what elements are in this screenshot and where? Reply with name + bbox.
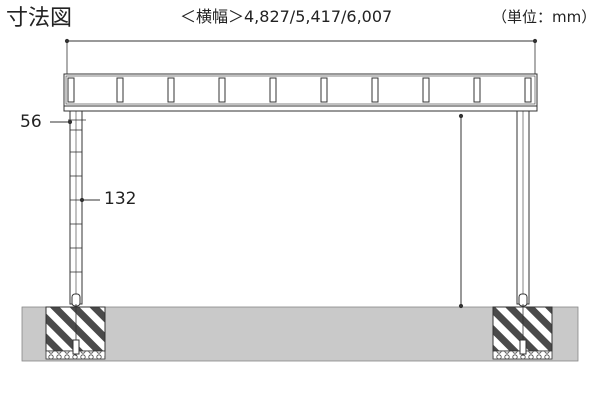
unit-label: （単位：mm） — [492, 8, 597, 26]
leader-56 — [50, 119, 86, 125]
clearance-dimension-line — [458, 113, 464, 309]
roof-beam — [63, 73, 538, 112]
width-dimension-line — [64, 38, 538, 76]
roof-panel-dividers — [67, 77, 532, 103]
ground-slab — [21, 306, 579, 362]
drawing-title: 寸法図 — [6, 6, 73, 31]
width-label: ＜横幅＞4,827/5,417/6,007 — [180, 7, 393, 26]
column-width-dimension: 56 — [20, 112, 42, 132]
leader-132 — [79, 197, 100, 203]
rail-spacing-dimension: 132 — [104, 189, 137, 209]
